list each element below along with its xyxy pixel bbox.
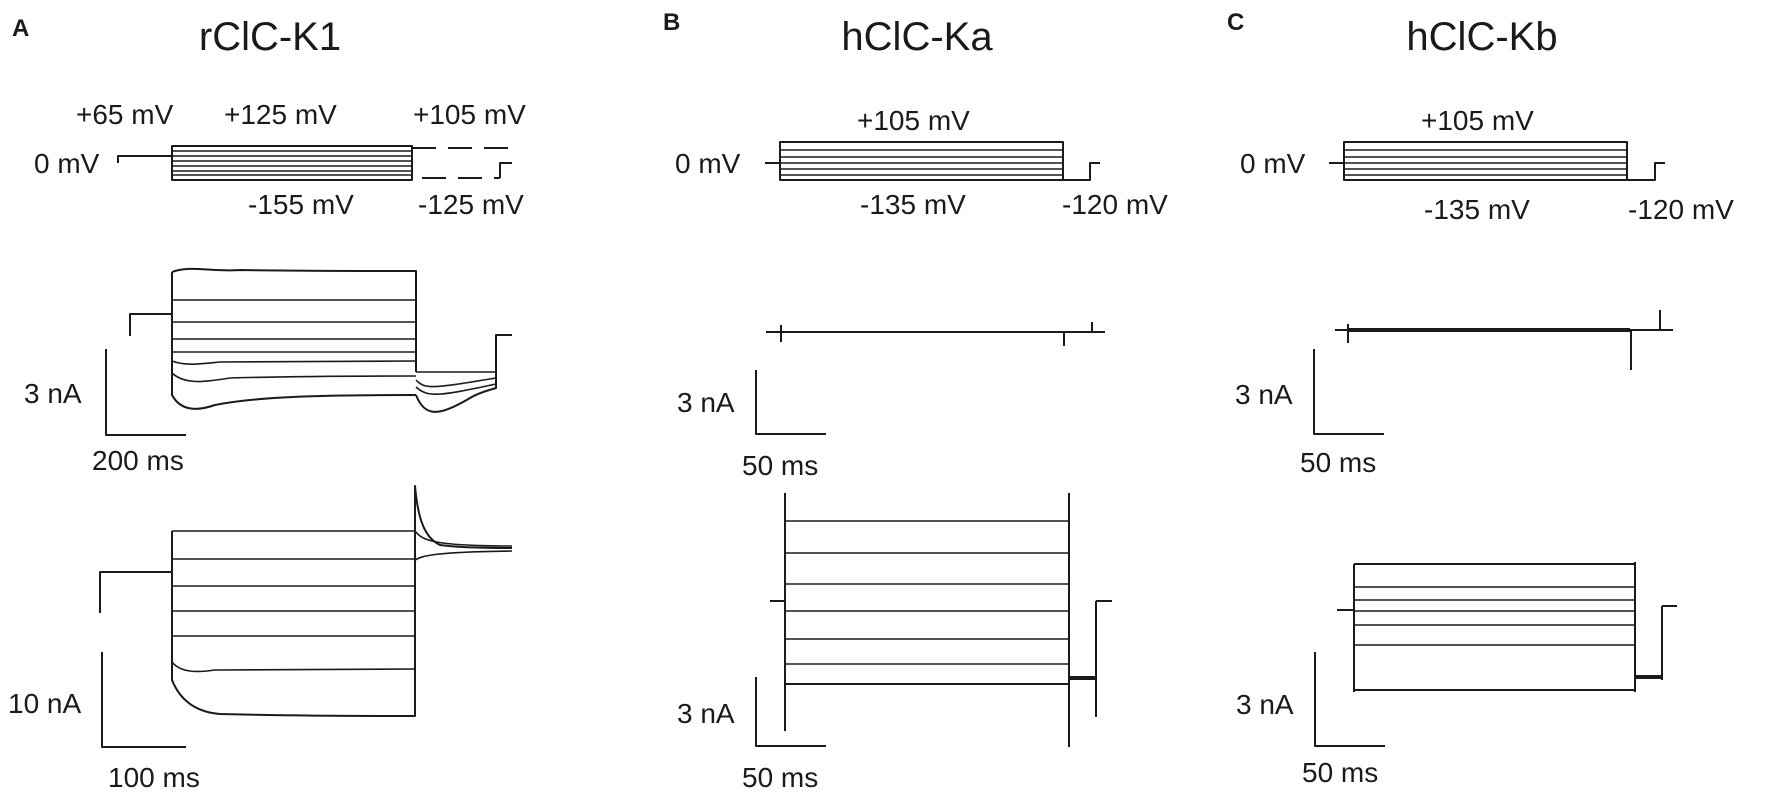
scale-current-top-c: 3 nA (1235, 379, 1293, 410)
label-step-bottom-b: -135 mV (860, 189, 966, 220)
protocol-step-lines-b (780, 149, 1063, 176)
scale-time-top-b: 50 ms (742, 450, 818, 481)
scale-bar-lines-bottom-b (755, 677, 826, 747)
trace-a2-prestep (99, 531, 173, 613)
label-holding-c: 0 mV (1240, 148, 1306, 179)
scale-bar-lines-bottom-a (101, 652, 186, 748)
scale-bar-lines-top-a (105, 349, 186, 436)
panel-b: B hClC-Ka +105 mV 0 mV -135 mV -120 mV (663, 9, 1168, 793)
trace-a-step-8 (171, 300, 417, 410)
scale-time-top-a: 200 ms (92, 445, 184, 476)
label-step-top-b: +105 mV (857, 105, 970, 136)
current-traces-top-b (766, 322, 1105, 346)
scale-time-bottom-c: 50 ms (1302, 757, 1378, 788)
panel-c: C hClC-Kb +105 mV 0 mV -135 mV -120 mV (1227, 9, 1734, 788)
trace-a-prestep (129, 272, 173, 336)
scale-bar-lines-bottom-c (1314, 652, 1385, 747)
label-holding-a: 0 mV (34, 148, 100, 179)
label-step-top-a: +125 mV (224, 99, 337, 130)
protocol-prepulse-line-a (117, 155, 172, 163)
panel-a: A rClC-K1 +65 mV +125 mV +105 mV 0 mV -1… (8, 15, 526, 793)
scale-bar-bottom-b: 3 nA 50 ms (677, 677, 826, 793)
trace-c-transients (1347, 310, 1661, 370)
label-tail-bottom-a: -125 mV (418, 189, 524, 220)
scale-time-bottom-b: 50 ms (742, 762, 818, 793)
current-traces-top-a (129, 267, 512, 413)
current-traces-bottom-b (770, 493, 1112, 747)
trace-a-tail-4 (415, 334, 512, 413)
voltage-protocol-c: +105 mV 0 mV -135 mV -120 mV (1240, 105, 1734, 225)
label-tail-c: -120 mV (1628, 194, 1734, 225)
scale-current-bottom-a: 10 nA (8, 688, 81, 719)
label-step-bottom-c: -135 mV (1424, 194, 1530, 225)
trace-a2-step-7 (171, 531, 416, 717)
scale-bar-lines-top-b (755, 370, 826, 435)
current-traces-bottom-c (1337, 562, 1677, 692)
trace-b2-left-edge (770, 493, 786, 731)
panel-title-b: hClC-Ka (841, 15, 993, 59)
trace-a2-tail-3 (414, 550, 513, 561)
scale-bar-top-a: 3 nA 200 ms (24, 349, 186, 476)
voltage-protocol-b: +105 mV 0 mV -135 mV -120 mV (675, 105, 1168, 220)
current-traces-bottom-a (99, 485, 513, 717)
scale-time-bottom-a: 100 ms (108, 762, 200, 793)
panel-letter-c: C (1227, 9, 1244, 36)
protocol-tail-c (1627, 162, 1665, 181)
trace-c2-edges (1353, 562, 1636, 692)
label-step-top-c: +105 mV (1421, 105, 1534, 136)
label-step-bottom-a: -155 mV (248, 189, 354, 220)
protocol-tail-end-a (499, 162, 512, 178)
current-traces-top-c (1335, 310, 1673, 370)
scale-current-top-a: 3 nA (24, 378, 82, 409)
panel-title-c: hClC-Kb (1406, 15, 1557, 59)
voltage-protocol-a: +65 mV +125 mV +105 mV 0 mV -155 mV -125… (34, 99, 526, 220)
protocol-step-box-b (779, 141, 1064, 181)
protocol-step-lines-a (172, 150, 412, 176)
protocol-step-box-c (1343, 141, 1628, 181)
scale-current-bottom-b: 3 nA (677, 698, 735, 729)
panel-title-a: rClC-K1 (199, 15, 341, 59)
label-holding-b: 0 mV (675, 148, 741, 179)
scale-time-top-c: 50 ms (1300, 447, 1376, 478)
trace-a-step-7 (171, 372, 417, 383)
scale-bar-bottom-a: 10 nA 100 ms (8, 652, 200, 793)
label-tail-b: -120 mV (1062, 189, 1168, 220)
scale-bar-top-b: 3 nA 50 ms (677, 370, 826, 481)
scale-bar-lines-top-c (1313, 349, 1384, 435)
panel-letter-a: A (12, 15, 29, 42)
protocol-tail-b (1063, 162, 1100, 181)
trace-c2-tail-edge (1661, 605, 1677, 680)
trace-a-tail-3 (415, 383, 497, 395)
scale-bar-bottom-c: 3 nA 50 ms (1236, 652, 1385, 788)
trace-b2-tail-edge (1095, 600, 1112, 717)
trace-b-transients (780, 322, 1093, 346)
trace-a2-tail-2 (414, 530, 513, 547)
scale-current-bottom-c: 3 nA (1236, 689, 1294, 720)
trace-a-step-6 (171, 360, 417, 365)
trace-a-step-1 (171, 267, 417, 372)
protocol-step-box-a (171, 145, 413, 181)
label-prepulse-a: +65 mV (76, 99, 174, 130)
scale-bar-top-c: 3 nA 50 ms (1235, 349, 1384, 478)
trace-a2-tail (414, 485, 513, 549)
scale-current-top-b: 3 nA (677, 387, 735, 418)
trace-a-tail-2 (415, 377, 497, 388)
panel-letter-b: B (663, 9, 680, 36)
trace-a2-step-6 (171, 661, 416, 673)
protocol-step-lines-c (1344, 149, 1627, 176)
label-tail-top-a: +105 mV (413, 99, 526, 130)
